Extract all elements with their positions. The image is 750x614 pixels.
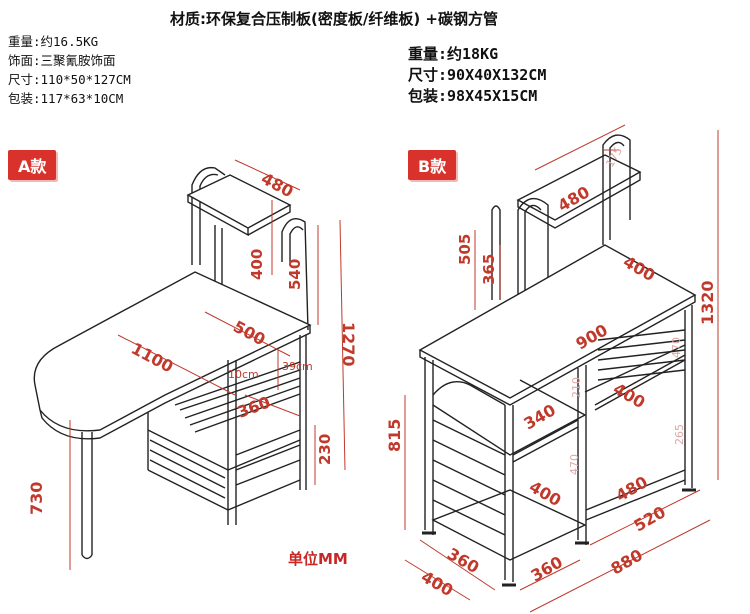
a-dim-mid-height: 540 — [286, 259, 304, 290]
b-dim-total-height: 1320 — [698, 280, 717, 325]
model-a-package: 包装:117*63*10CM — [8, 91, 124, 106]
b-dim-left-400: 400 — [526, 477, 564, 510]
a-dim-gap-10: 10cm — [228, 368, 259, 381]
model-a-finish: 饰面:三聚氰胺饰面 — [8, 53, 116, 68]
b-dim-top-height: 505 — [456, 234, 474, 265]
b-dim-left-340: 340 — [521, 400, 559, 433]
model-a-size: 尺寸:110*50*127CM — [8, 72, 131, 87]
b-dim-inner-210: 210 — [570, 377, 583, 398]
b-dim-height-815: 815 — [385, 419, 404, 452]
model-b-package: 包装:98X45X15CM — [408, 87, 538, 105]
b-dim-right-265: 265 — [673, 424, 686, 445]
b-dim-bottom-880: 880 — [608, 545, 646, 578]
model-b-specs: 重量:约18KG 尺寸:90X40X132CM 包装:98X45X15CM — [408, 44, 546, 107]
model-b-drawing — [404, 124, 719, 613]
a-dim-inner-depth: 360 — [235, 392, 273, 421]
b-dim-bottom-400: 400 — [418, 567, 456, 600]
a-dim-gap-39: 39cm — [282, 360, 313, 373]
model-a-specs: 重量:约16.5KG 饰面:三聚氰胺饰面 尺寸:110*50*127CM 包装:… — [8, 32, 131, 108]
unit-label: 单位MM — [288, 550, 348, 568]
model-a-weight: 重量:约16.5KG — [8, 34, 99, 49]
a-dim-leg-height: 730 — [27, 482, 46, 515]
b-dim-right-480: 480 — [613, 472, 651, 505]
material-caption: 材质:环保复合压制板(密度板/纤维板) +碳钢方管 — [170, 10, 498, 28]
model-b-badge: B款 — [408, 150, 457, 180]
model-b-weight: 重量:约18KG — [408, 45, 499, 63]
model-b-size: 尺寸:90X40X132CM — [408, 66, 547, 84]
a-dim-bottom-height: 230 — [316, 434, 334, 465]
a-dim-upper-height: 400 — [248, 249, 266, 280]
b-dim-side-470: 470 — [670, 337, 683, 358]
b-dim-bottom-360-left: 360 — [444, 544, 482, 577]
b-dim-bottom-360-right: 360 — [528, 552, 566, 585]
b-dim-side-520: 520 — [631, 502, 669, 535]
b-dim-left-470: 470 — [568, 454, 581, 475]
b-dim-upper-gap: 365 — [480, 254, 498, 285]
model-a-drawing — [33, 159, 346, 570]
model-a-badge: A款 — [8, 150, 57, 180]
a-dim-total-height: 1270 — [339, 322, 358, 367]
